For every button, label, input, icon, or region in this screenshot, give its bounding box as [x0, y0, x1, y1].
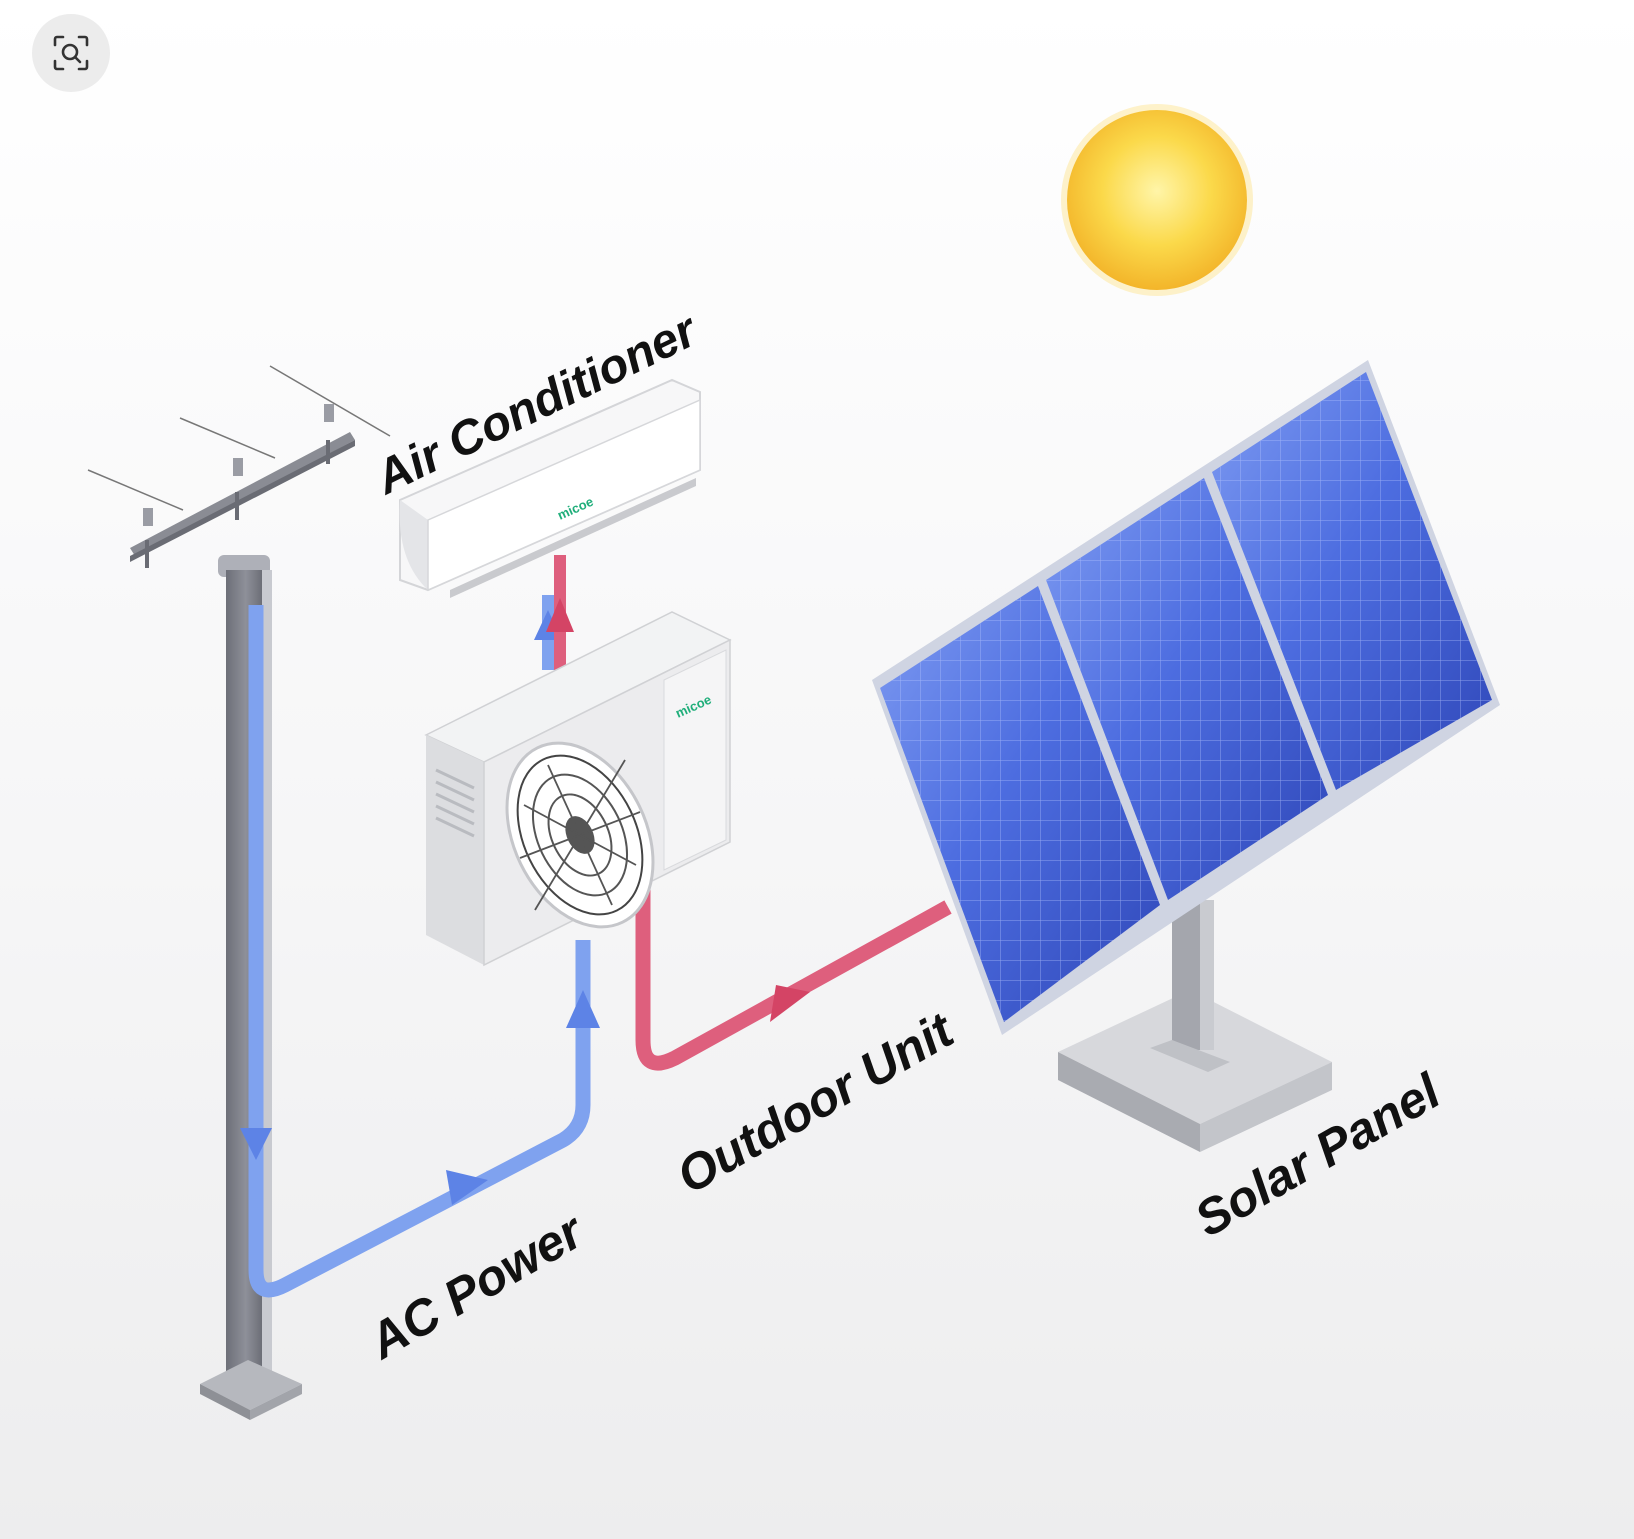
flow-arrow-icon — [566, 990, 600, 1028]
solar-panel — [872, 360, 1500, 1152]
sun-icon — [1061, 104, 1253, 296]
outdoor-ac-unit: micoe — [426, 612, 730, 965]
